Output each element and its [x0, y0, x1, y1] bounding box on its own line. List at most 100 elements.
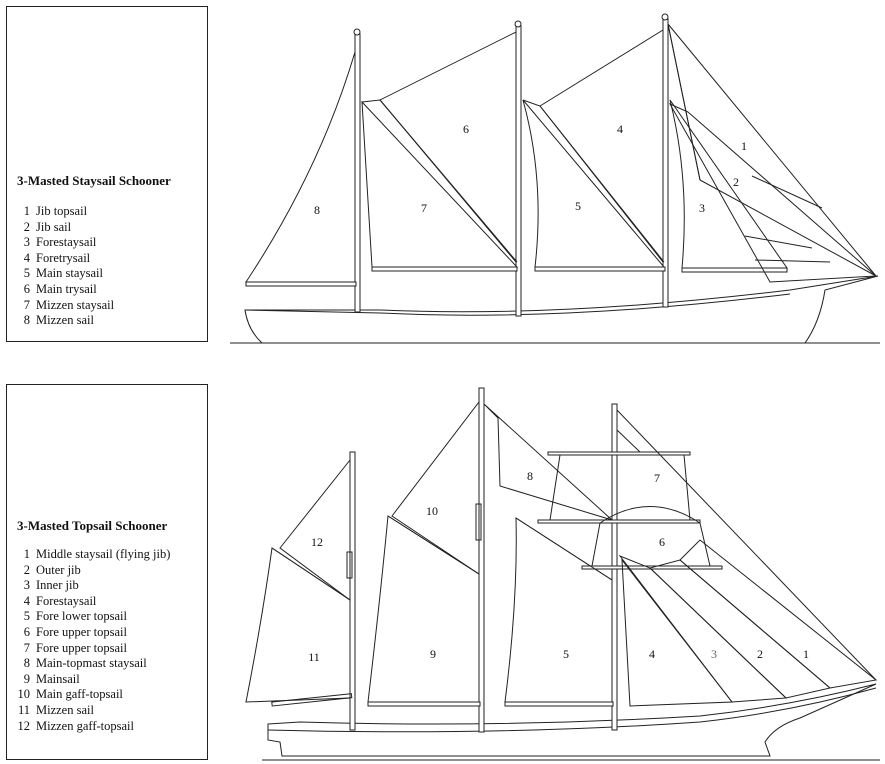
topsail-roach [599, 506, 701, 524]
sail-label-3: 3 [711, 647, 717, 661]
legend-label: Mizzen staysail [36, 297, 115, 312]
sail-label-12: 12 [311, 535, 323, 549]
legend-number: 1 [23, 204, 30, 218]
sail-main-gaff-topsail [391, 400, 480, 575]
sail-foretrysail [539, 29, 664, 264]
legend-number: 7 [23, 640, 30, 655]
mizzen-mast [354, 33, 361, 313]
sail-label-2: 2 [757, 647, 763, 661]
staysail-schooner-drawing: 1 2 3 4 5 6 7 8 [230, 13, 880, 344]
legend-number: 8 [23, 313, 30, 328]
sail-label-6: 6 [659, 535, 665, 549]
sail-mizzen-gaff-topsail [279, 458, 351, 601]
sail-label-5: 5 [563, 647, 569, 661]
legend-item: 1 Jib topsail [17, 204, 114, 220]
main-staysail-boom [371, 266, 518, 272]
legend-number: 7 [23, 297, 30, 312]
staysail-club [361, 99, 518, 263]
sail-fore-upper-topsail-top [549, 454, 691, 521]
legend-number: 5 [23, 609, 30, 624]
sail-jib-topsail [667, 23, 877, 277]
main-masthead [514, 20, 522, 28]
sail-label-4: 4 [617, 122, 623, 136]
legend-number: 3 [23, 578, 30, 593]
legend-label: Mizzen gaff-topsail [36, 718, 134, 733]
sail-label-7: 7 [421, 201, 427, 215]
sail-label-4: 4 [649, 647, 655, 661]
legend-label: Forestaysail [36, 593, 97, 608]
legend-item: 5 Fore lower topsail [17, 609, 170, 625]
legend-label: Jib topsail [36, 204, 88, 218]
sail-mainsail [367, 515, 480, 703]
sail-label-10: 10 [426, 504, 438, 518]
mizzen-mast [349, 451, 356, 731]
sail-outer-jib [649, 559, 832, 699]
legend-label: Main trysail [36, 281, 97, 296]
legend-item: 10 Main gaff-topsail [17, 687, 170, 703]
legend-label: Fore upper topsail [36, 624, 127, 639]
sail-label-1: 1 [741, 139, 747, 153]
fore-topmast-stay [616, 409, 877, 681]
sail-mizzen-sail [245, 51, 356, 283]
mizzen-masthead [353, 28, 361, 36]
legend-number: 11 [17, 702, 30, 717]
legend-label: Main-topmast staysail [36, 656, 147, 671]
sail-fore-lower-topsail [504, 517, 613, 703]
legend-number: 5 [23, 266, 30, 281]
legend-label: Outer jib [36, 562, 81, 577]
sail-label-11: 11 [308, 650, 320, 664]
fore-masthead [661, 13, 669, 21]
legend-title: 3-Masted Topsail Schooner [17, 518, 168, 533]
hull [244, 275, 879, 344]
legend-label: Main staysail [36, 266, 104, 281]
legend-number: 3 [23, 235, 30, 250]
main-boom [367, 701, 481, 707]
sail-forestaysail [621, 558, 733, 707]
sail-main-topmast-staysail [483, 403, 613, 521]
forestaysail-boom [681, 267, 788, 273]
legend-label: Jib sail [36, 219, 72, 234]
sail-label-2: 2 [733, 175, 739, 189]
sail-label-8: 8 [314, 203, 320, 217]
fore-staysail-boom [534, 266, 666, 272]
legend-label: Main gaff-topsail [36, 687, 123, 702]
legend-item: 6 Main trysail [17, 282, 114, 298]
legend-label: Fore upper topsail [36, 640, 127, 655]
fore-boom [504, 701, 614, 707]
legend-label: Fore lower topsail [36, 609, 127, 624]
sail-forestaysail [669, 99, 788, 269]
legend-title: 3-Masted Staysail Schooner [17, 173, 171, 188]
legend-number: 2 [23, 562, 30, 577]
mizzen-boom [245, 281, 357, 287]
sail-jib-sail [668, 102, 878, 283]
legend-label: Mizzen sail [36, 702, 94, 717]
jib-topsail-seams [667, 23, 823, 209]
legend-item: 1 Middle staysail (flying jib) [17, 547, 171, 563]
sail-mizzen-sail [245, 547, 351, 703]
legend-number: 1 [23, 547, 30, 561]
legend-number: 4 [23, 593, 30, 608]
legend-item: 11 Mizzen sail [17, 703, 170, 719]
legend-number: 10 [17, 687, 31, 702]
main-mast [478, 387, 485, 733]
legend-label: Middle staysail (flying jib) [36, 547, 171, 561]
fore-topgallant-stay [616, 429, 641, 453]
legend-number: 6 [23, 281, 30, 296]
sail-main-trysail [379, 31, 517, 264]
sheer-line [244, 293, 791, 316]
legend-number: 6 [23, 624, 30, 639]
legend-number: 4 [23, 250, 30, 265]
sail-label-9: 9 [430, 647, 436, 661]
main-mast [515, 25, 522, 317]
topsail-schooner-drawing: 1 2 3 4 5 6 7 8 9 10 11 12 [245, 387, 880, 761]
sail-label-7: 7 [654, 471, 660, 485]
legend-item: 4 Forestaysail [17, 594, 170, 610]
